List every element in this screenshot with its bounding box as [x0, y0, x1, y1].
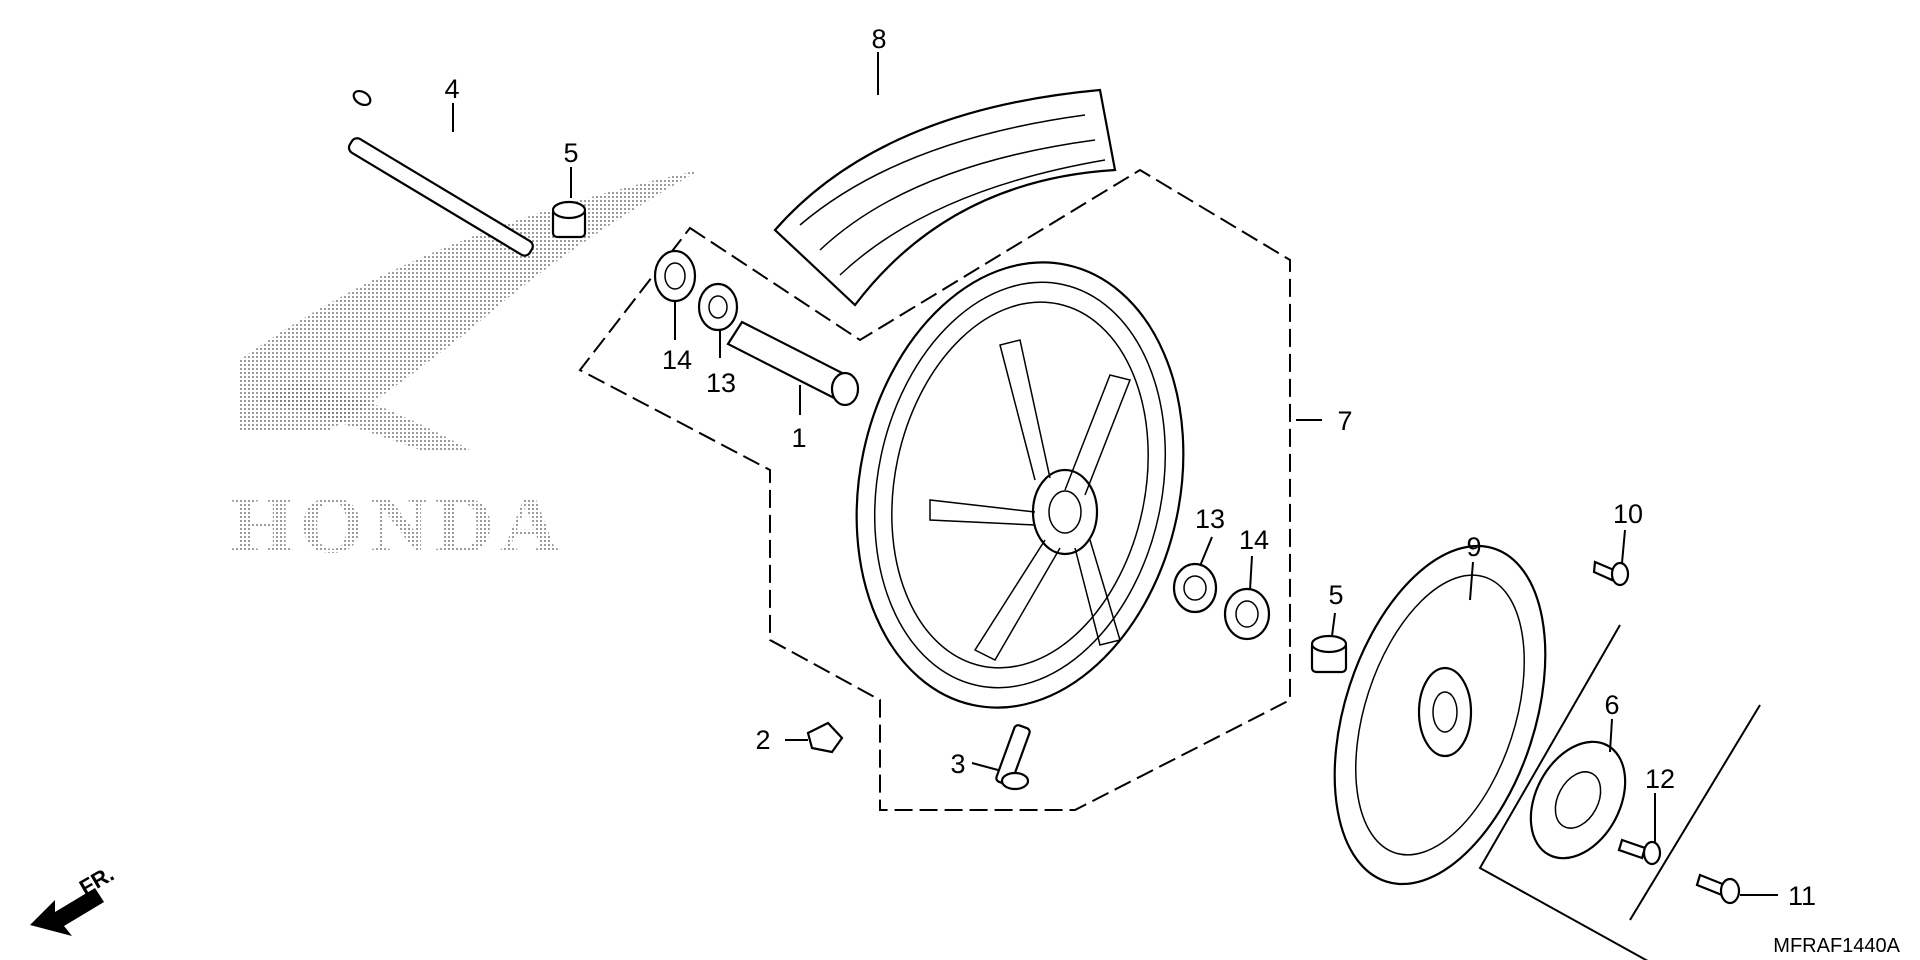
bolt-part-11 [1695, 873, 1741, 905]
callout-7: 7 [1337, 406, 1352, 436]
spacer-tube-part [726, 320, 860, 407]
callout-1: 1 [791, 423, 806, 453]
callout-10: 10 [1613, 499, 1643, 529]
callout-3: 3 [950, 749, 965, 779]
tire-part [773, 88, 1117, 307]
callout-14-right: 14 [1239, 525, 1269, 555]
callout-2: 2 [755, 725, 770, 755]
bolt-part-12 [1617, 838, 1662, 866]
wheel-part [855, 261, 1185, 709]
honda-wing-logo: HONDA [230, 170, 700, 570]
bearing-part-left [653, 249, 697, 303]
diagram-code: MFRAF1440A [1773, 935, 1900, 957]
callout-12: 12 [1645, 764, 1675, 794]
honda-logo-text: HONDA [230, 479, 565, 570]
callout-8: 8 [871, 24, 886, 54]
callout-13-right: 13 [1195, 504, 1225, 534]
clip-part [806, 721, 844, 754]
pulser-ring-part [1478, 624, 1761, 960]
seal-part-right [1172, 562, 1218, 614]
collar-part-right [1310, 634, 1348, 674]
collar-part-left [551, 200, 587, 239]
leader-lines [452, 52, 1778, 896]
front-direction-arrow: FR. [30, 861, 118, 936]
callout-13-left: 13 [706, 368, 736, 398]
brake-disc-part [1333, 544, 1547, 886]
callout-14-left: 14 [662, 345, 692, 375]
bearing-part-right [1223, 587, 1271, 641]
axle-part [347, 89, 534, 257]
callout-4: 4 [444, 74, 459, 104]
valve-part [995, 724, 1031, 791]
callout-5-left: 5 [563, 138, 578, 168]
seal-part-left [697, 282, 739, 332]
callout-11: 11 [1788, 881, 1816, 911]
bolt-part-10 [1592, 560, 1630, 587]
callout-5-right: 5 [1328, 580, 1343, 610]
front-direction-label: FR. [75, 861, 118, 900]
callout-6: 6 [1604, 690, 1619, 720]
callout-9: 9 [1466, 532, 1481, 562]
wheel-assembly-outline [578, 168, 1291, 811]
